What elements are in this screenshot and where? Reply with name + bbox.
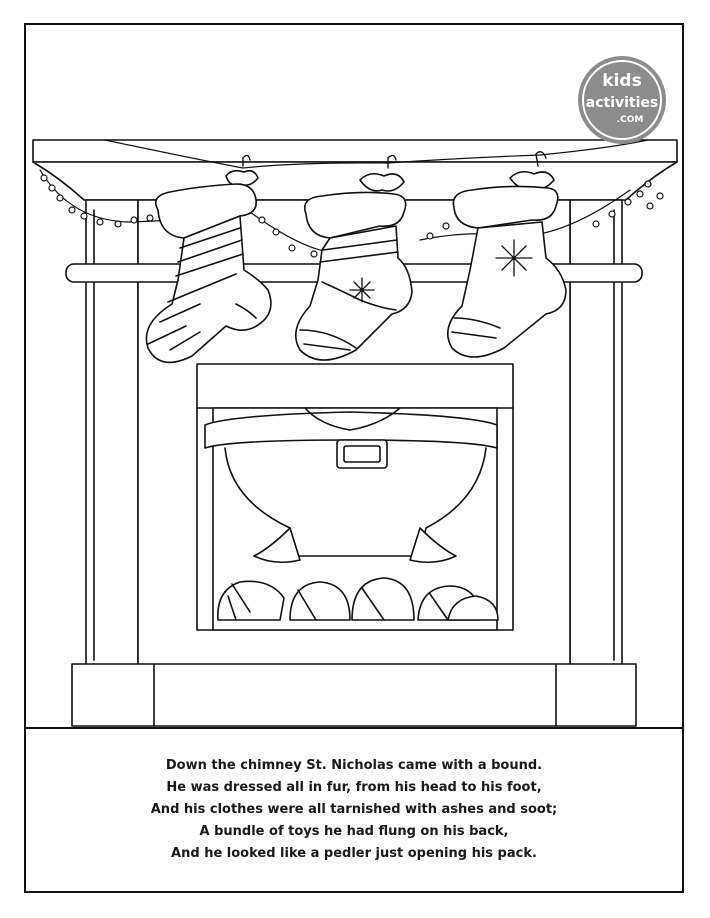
striped-stocking xyxy=(145,154,272,364)
snowflake-icon xyxy=(495,239,533,277)
fire-logs xyxy=(217,577,499,621)
poem-line-3: And his clothes were all tarnished with … xyxy=(150,802,558,817)
poem-line-4: A bundle of toys he had flung on his bac… xyxy=(199,824,509,839)
logo-activities: activities xyxy=(586,95,658,111)
mantel-shelf xyxy=(32,139,678,201)
page-border xyxy=(24,23,684,893)
logo-kids: kids xyxy=(602,71,641,91)
garland-lights xyxy=(40,174,664,258)
kids-activities-logo: kids activities .COM xyxy=(578,56,666,144)
snowflake-band-stocking xyxy=(294,154,413,361)
poem-divider xyxy=(24,727,684,729)
fireplace-base xyxy=(71,663,637,727)
logo-com: .COM xyxy=(617,115,644,125)
snowflake-stocking xyxy=(446,151,567,358)
santa-legs xyxy=(204,407,498,564)
snowflake-icon xyxy=(349,277,375,303)
poem-line-5: And he looked like a pedler just opening… xyxy=(171,846,537,861)
poem-line-1: Down the chimney St. Nicholas came with … xyxy=(165,758,543,773)
poem-line-2: He was dressed all in fur, from his head… xyxy=(166,780,542,795)
poem-block: Down the chimney St. Nicholas came with … xyxy=(26,729,682,891)
